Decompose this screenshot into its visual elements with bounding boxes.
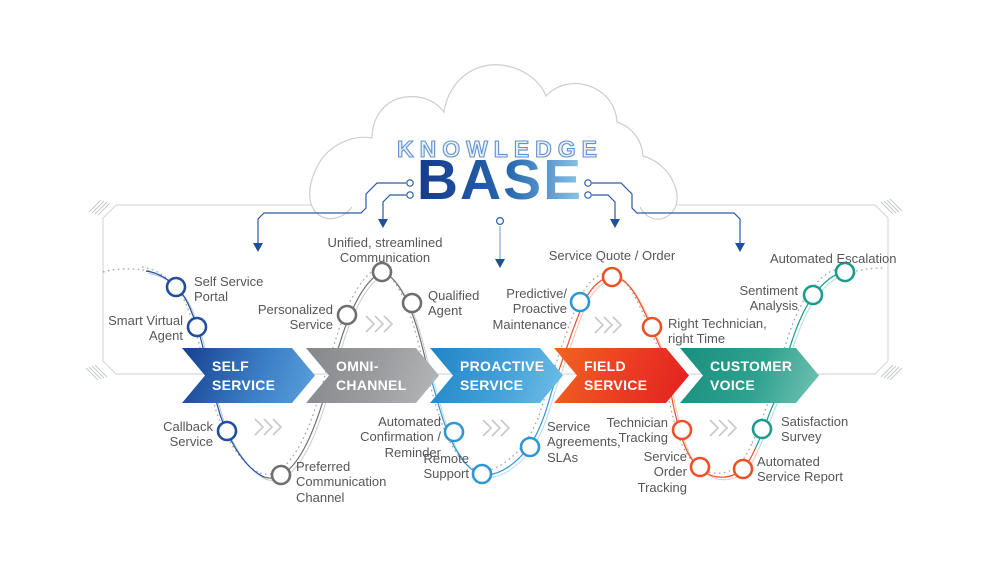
cloud-title-base: BASE bbox=[416, 148, 584, 212]
stage-label: FIELD SERVICE bbox=[584, 358, 648, 393]
node-smart-virtual-agent bbox=[186, 316, 208, 338]
label-self-service-portal: Self Service Portal bbox=[194, 274, 264, 305]
corner-hatch-top-left bbox=[88, 199, 111, 216]
node-automated-service-report bbox=[732, 458, 754, 480]
corner-hatch-bottom-left bbox=[85, 364, 108, 381]
label-preferred-communication-channel: Preferred Communication Channel bbox=[296, 459, 387, 505]
node-service-agreements-slas bbox=[519, 436, 541, 458]
node-satisfaction-survey bbox=[751, 418, 773, 440]
node-technician-tracking bbox=[671, 419, 693, 441]
node-callback-service bbox=[216, 420, 238, 442]
forward-chevrons-icon bbox=[594, 316, 623, 334]
milestone-nodes bbox=[165, 261, 856, 486]
label-service-quote-order: Service Quote / Order bbox=[548, 248, 676, 263]
label-unified-streamlined-communication: Unified, streamlined Communication bbox=[327, 235, 443, 266]
label-remote-support: Remote Support bbox=[423, 451, 469, 482]
node-unified-streamlined-communication bbox=[371, 261, 393, 283]
stage-label: PROACTIVE SERVICE bbox=[460, 358, 545, 393]
node-personalized-service bbox=[336, 304, 358, 326]
node-self-service-portal bbox=[165, 276, 187, 298]
node-qualified-agent bbox=[401, 292, 423, 314]
node-automated-confirmation-reminder bbox=[443, 421, 465, 443]
label-satisfaction-survey: Satisfaction Survey bbox=[781, 414, 849, 445]
label-service-agreements-slas: Service Agreements, SLAs bbox=[547, 419, 621, 465]
stage-label: CUSTOMER VOICE bbox=[710, 358, 793, 393]
node-sentiment-analysis bbox=[802, 284, 824, 306]
cloud-title-knowledge: KNOWLEDGE bbox=[396, 135, 604, 162]
circuit-connectors bbox=[253, 179, 745, 268]
label-predictive-proactive-maintenance: Predictive/ Proactive Maintenance bbox=[492, 286, 567, 332]
label-technician-tracking: Technician Tracking bbox=[606, 415, 668, 446]
node-remote-support bbox=[471, 463, 493, 485]
node-service-order-tracking bbox=[689, 456, 711, 478]
label-automated-confirmation-reminder: Automated Confirmation / Reminder bbox=[360, 414, 441, 460]
corner-hatch-top-right bbox=[880, 198, 903, 215]
node-right-technician-right-time bbox=[641, 316, 663, 338]
forward-chevrons-icon bbox=[482, 419, 511, 437]
node-automated-escalation bbox=[834, 261, 856, 283]
label-callback-service: Callback Service bbox=[163, 419, 213, 450]
forward-chevrons-icon bbox=[254, 418, 283, 436]
forward-chevrons-icon bbox=[709, 419, 738, 437]
stage-label: SELF SERVICE bbox=[212, 358, 276, 393]
label-personalized-service: Personalized Service bbox=[257, 302, 333, 333]
corner-hatch-bottom-right bbox=[880, 364, 903, 381]
label-right-technician-right-time: Right Technician, right Time bbox=[668, 316, 767, 347]
label-qualified-agent: Qualified Agent bbox=[428, 288, 480, 319]
forward-chevrons-icon bbox=[365, 315, 394, 333]
label-smart-virtual-agent: Smart Virtual Agent bbox=[108, 313, 183, 344]
node-predictive-proactive-maintenance bbox=[569, 291, 591, 313]
stage-label: OMNI- CHANNEL bbox=[336, 358, 407, 393]
label-sentiment-analysis: Sentiment Analysis bbox=[739, 283, 798, 314]
node-service-quote-order bbox=[601, 266, 623, 288]
label-automated-escalation: Automated Escalation bbox=[770, 251, 897, 266]
node-preferred-communication-channel bbox=[270, 464, 292, 486]
stage-customer-voice: CUSTOMER VOICE bbox=[680, 348, 819, 403]
frame bbox=[85, 198, 903, 381]
label-automated-service-report: Automated Service Report bbox=[757, 454, 843, 485]
label-service-order-tracking: Service Order Tracking bbox=[637, 449, 687, 495]
forward-chevrons-icons bbox=[254, 315, 738, 437]
